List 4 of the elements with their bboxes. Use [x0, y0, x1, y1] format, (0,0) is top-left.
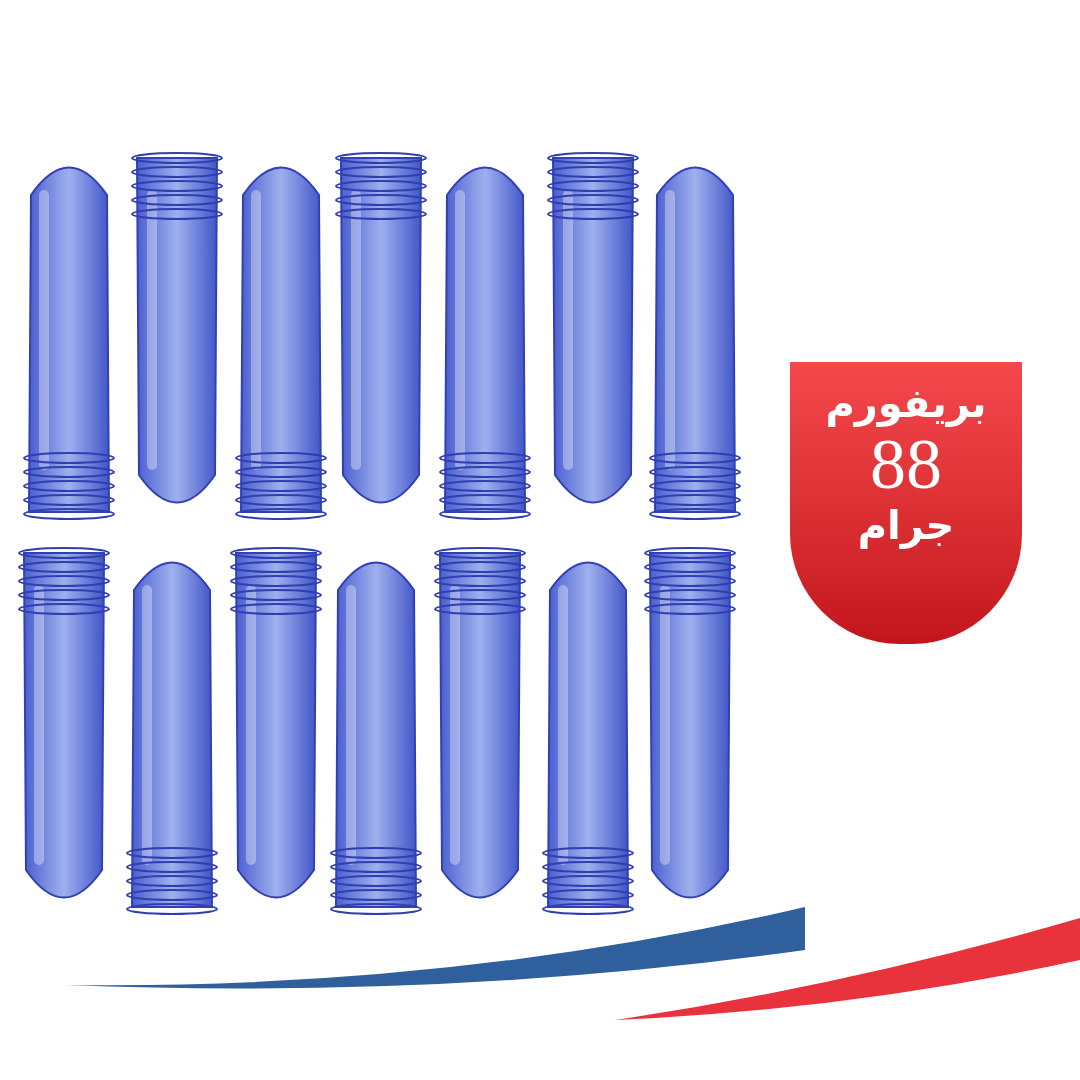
ribbon-banner: [790, 362, 1022, 644]
banner-text: بريفورم: [825, 379, 987, 428]
banner-text: جرام: [857, 501, 955, 550]
weight-number: 88: [870, 428, 942, 500]
